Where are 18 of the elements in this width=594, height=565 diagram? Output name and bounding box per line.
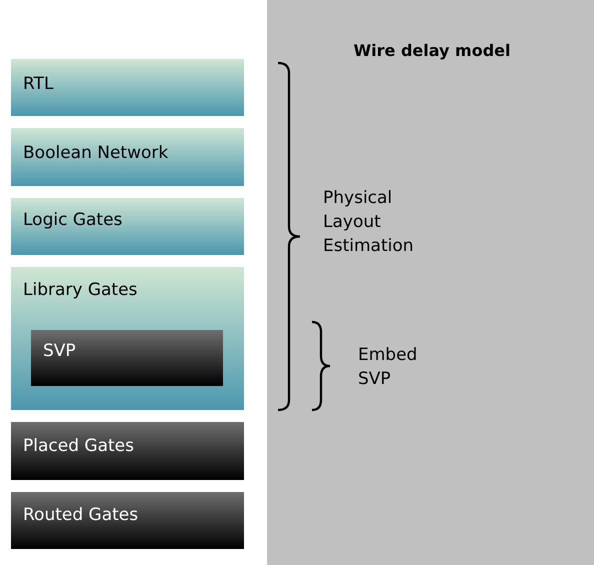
process-box — [11, 59, 244, 116]
bracket-label: Physical Layout Estimation — [323, 187, 415, 258]
background-panel — [267, 0, 594, 565]
bracket-label: Embed SVP — [358, 344, 418, 391]
box-label: Library Gates — [23, 279, 138, 301]
panel-title: Wire delay model — [354, 40, 510, 62]
box-label: RTL — [23, 73, 54, 95]
box-label: Placed Gates — [23, 435, 134, 457]
process-box — [11, 492, 244, 549]
process-box — [11, 198, 244, 255]
box-label: SVP — [43, 340, 76, 362]
box-label: Routed Gates — [23, 504, 138, 526]
box-label: Boolean Network — [23, 142, 168, 164]
process-box — [11, 128, 244, 186]
process-box — [11, 422, 244, 480]
box-label: Logic Gates — [23, 209, 122, 231]
process-box — [31, 330, 223, 386]
process-box — [11, 267, 244, 410]
